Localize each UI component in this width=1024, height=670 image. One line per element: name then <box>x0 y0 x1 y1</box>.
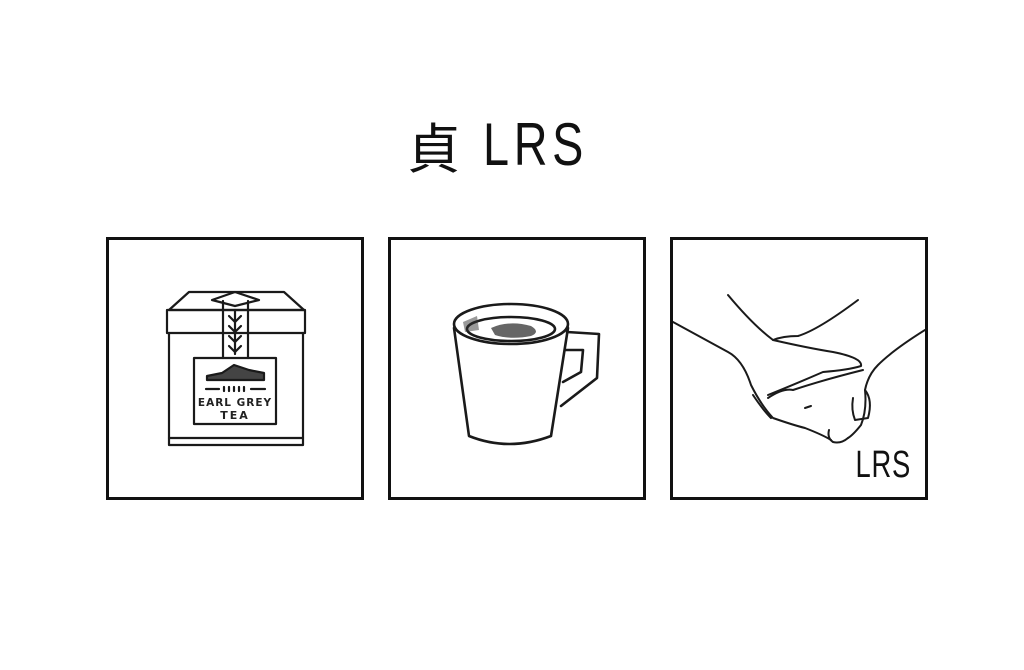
panel-caption: LRS <box>855 444 911 486</box>
tea-label-line2: TEA <box>220 409 250 422</box>
page-title: 貞 LRS <box>0 104 1024 184</box>
mug-icon <box>452 302 601 446</box>
tea-label-line1: EARL GREY <box>198 397 272 409</box>
clasped-hands-icon <box>673 294 925 444</box>
panel-mug <box>388 237 646 500</box>
panel-tea-tin: EARL GREY TEA <box>106 237 364 500</box>
tea-box-icon: EARL GREY TEA <box>165 290 307 447</box>
panel-holding-hands: LRS <box>670 237 928 500</box>
title-kanji: 貞 <box>406 117 465 181</box>
title-latin: LRS <box>482 110 588 178</box>
